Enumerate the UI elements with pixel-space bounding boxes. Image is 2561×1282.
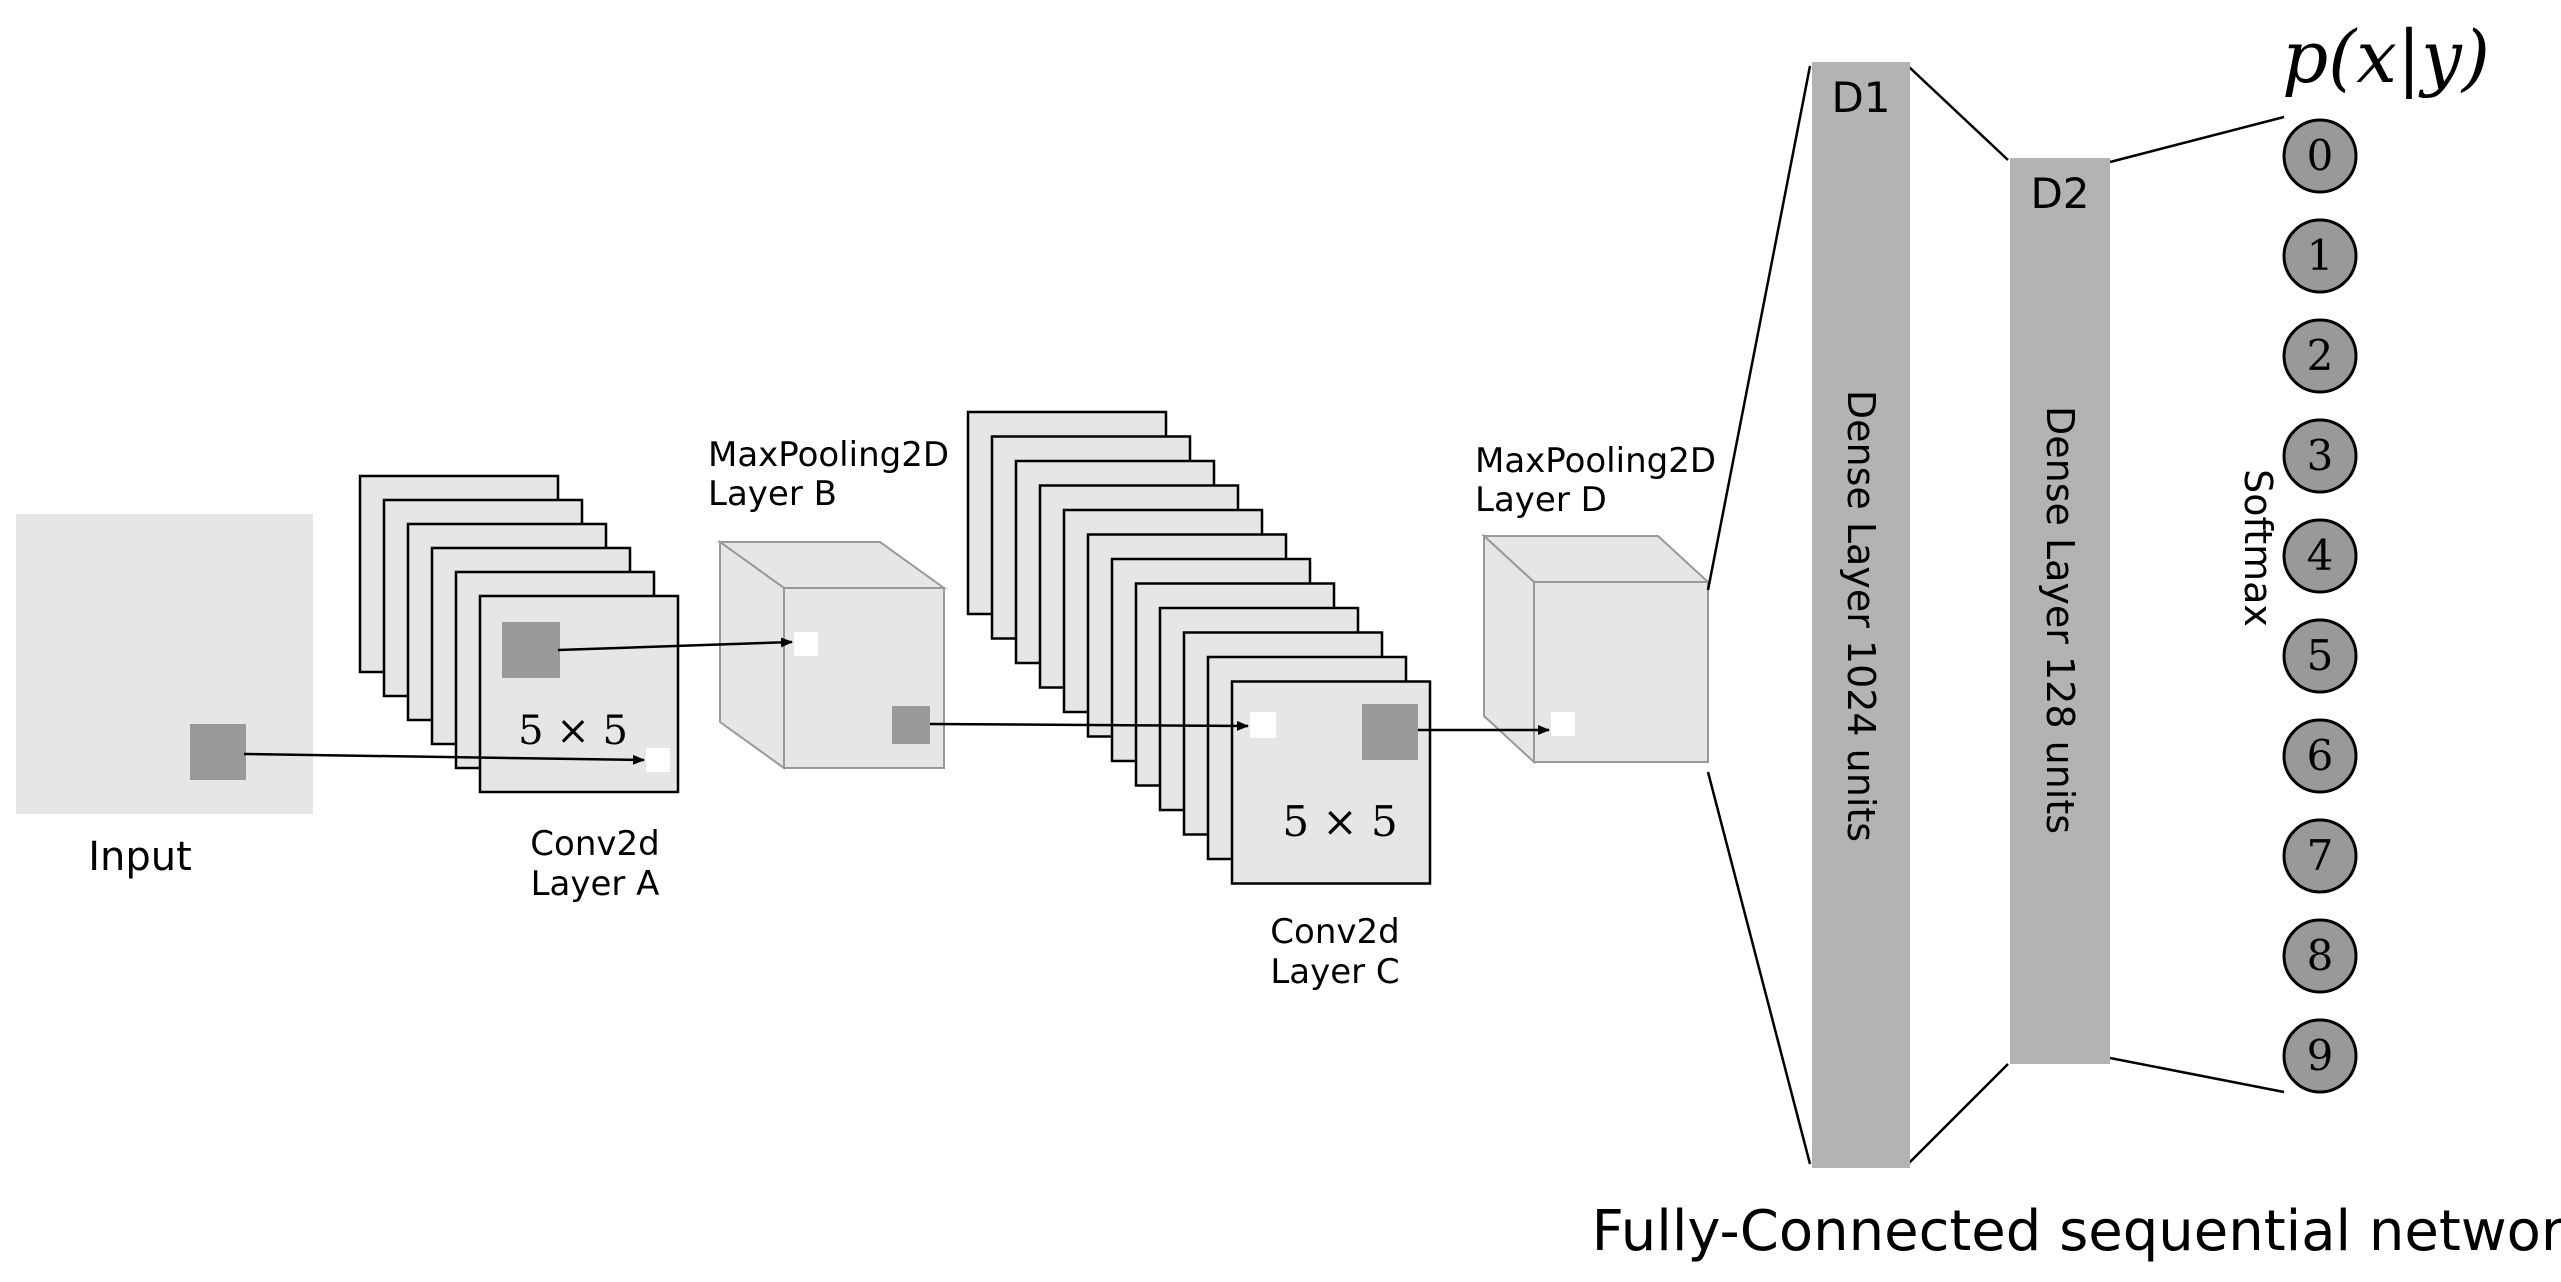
conv-c-label-line1: Conv2d <box>1270 912 1399 952</box>
line-d2-to-softmax-bottom <box>2109 1056 2285 1094</box>
line-pool-d-to-d1-top <box>1706 65 1812 591</box>
input-receptive-field <box>190 724 246 780</box>
pool-layer-b: MaxPooling2D Layer B <box>708 435 949 770</box>
line-d1-to-d2-top <box>1907 65 2009 161</box>
softmax-output-nodes: 0 1 2 3 4 5 6 7 8 9 <box>2282 118 2358 1094</box>
softmax-layer: Softmax p(x|y) 0 1 2 3 4 5 6 7 8 9 <box>2236 15 2490 1094</box>
conv-a-receptive-field <box>502 622 560 678</box>
network-caption: Fully-Connected sequential network <box>1592 1199 2561 1264</box>
softmax-node-label: 1 <box>2307 231 2334 280</box>
output-probability-label: p(x|y) <box>2282 15 2490 99</box>
softmax-node <box>2282 418 2358 494</box>
data-flow-arrows <box>243 637 1550 765</box>
dense-d1-tag: D1 <box>1831 73 1890 122</box>
conv-layer-c: 5 × 5 Conv2d Layer C <box>966 410 1432 992</box>
conv-a-kernel-size: 5 × 5 <box>518 708 628 754</box>
pool-b-label-line2: Layer B <box>708 474 837 514</box>
line-d2-to-softmax-top <box>2109 115 2285 164</box>
pool-b-output-cell <box>794 632 818 656</box>
conv-a-output-cell <box>646 748 670 772</box>
dense-layer-d2: D2 Dense Layer 128 units <box>2010 158 2110 1064</box>
conv-a-label-line2: Layer A <box>531 864 660 904</box>
pool-layer-d: MaxPooling2D Layer D <box>1475 441 1716 765</box>
softmax-node-label: 4 <box>2307 531 2334 580</box>
arrow-pool-b-to-conv-c <box>929 720 1249 731</box>
pool-b-receptive-field <box>892 706 930 744</box>
connection-lines <box>1706 65 2285 1165</box>
softmax-node <box>2282 818 2358 894</box>
line-d1-to-d2-bottom <box>1907 1063 2009 1165</box>
softmax-node-label: 9 <box>2307 1031 2334 1080</box>
conv-c-output-cell <box>1250 712 1276 738</box>
conv-c-kernel-size: 5 × 5 <box>1282 797 1397 846</box>
input-label: Input <box>88 834 192 880</box>
pool-b-label-line1: MaxPooling2D <box>708 435 949 475</box>
softmax-node <box>2282 1018 2358 1094</box>
softmax-node <box>2282 118 2358 194</box>
dense-d1-bar <box>1812 62 1910 1168</box>
dense-d2-bar <box>2010 158 2110 1064</box>
softmax-node <box>2282 618 2358 694</box>
dense-d1-text: Dense Layer 1024 units <box>1839 390 1883 842</box>
conv-layer-a: 5 × 5 Conv2d Layer A <box>358 474 680 904</box>
input-image <box>16 514 313 814</box>
softmax-node-label: 8 <box>2307 931 2334 980</box>
arrow-input-to-conv-a <box>243 752 645 765</box>
softmax-node <box>2282 518 2358 594</box>
pool-d-label-line2: Layer D <box>1475 480 1607 520</box>
softmax-node-label: 7 <box>2307 831 2334 880</box>
softmax-node-label: 5 <box>2307 631 2334 680</box>
conv-c-receptive-field <box>1362 704 1418 760</box>
conv-c-label-line2: Layer C <box>1270 952 1399 992</box>
softmax-node-label: 0 <box>2307 131 2334 180</box>
softmax-node <box>2282 318 2358 394</box>
softmax-node-label: 3 <box>2307 431 2334 480</box>
line-pool-d-to-d1-bottom <box>1706 771 1812 1165</box>
softmax-node-label: 2 <box>2307 331 2334 380</box>
softmax-node <box>2282 218 2358 294</box>
softmax-label: Softmax <box>2236 469 2280 627</box>
pool-d-label-line1: MaxPooling2D <box>1475 441 1716 481</box>
softmax-node <box>2282 918 2358 994</box>
dense-d2-tag: D2 <box>2030 169 2089 218</box>
dense-layer-d1: D1 Dense Layer 1024 units <box>1812 62 1910 1168</box>
dense-d2-text: Dense Layer 128 units <box>2038 406 2082 834</box>
input-layer: Input <box>16 514 313 880</box>
conv-a-label-line1: Conv2d <box>530 824 659 864</box>
softmax-node-label: 6 <box>2307 731 2334 780</box>
pool-d-output-cell <box>1551 712 1575 736</box>
arrow-conv-a-to-pool-b <box>557 637 793 652</box>
softmax-node <box>2282 718 2358 794</box>
